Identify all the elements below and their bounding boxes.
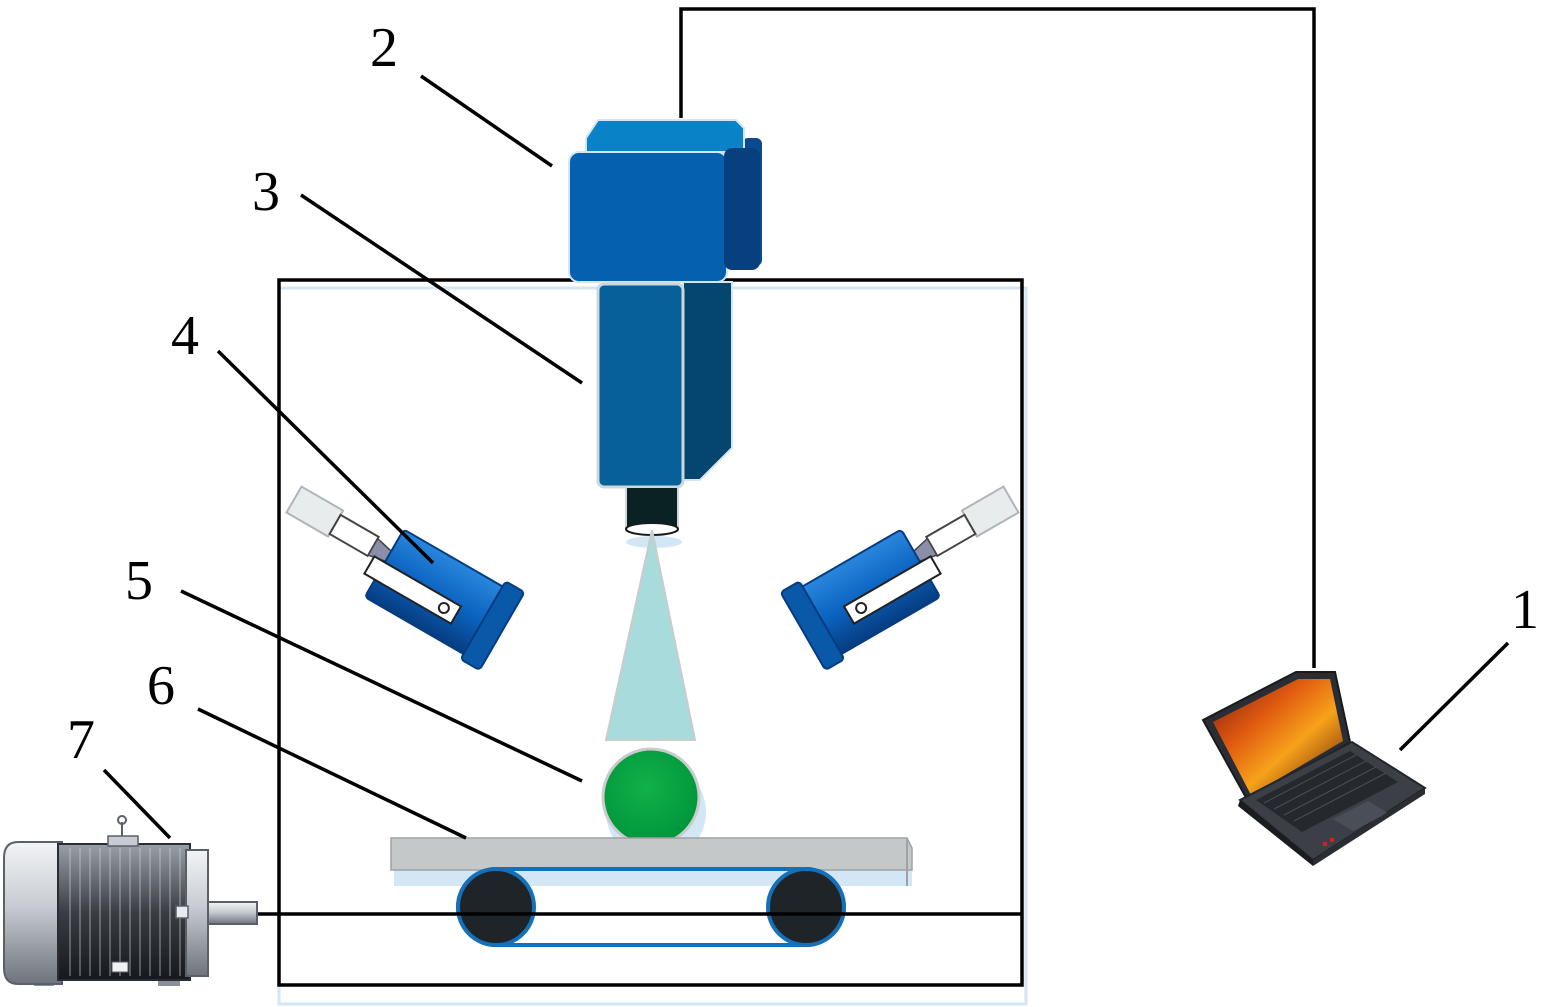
leader-line-2: [420, 74, 553, 168]
light-source-left-icon: [285, 485, 525, 670]
leader-line-5: [180, 589, 583, 783]
laptop-icon: [1201, 671, 1427, 866]
lens-icon: [596, 281, 733, 548]
label-7: 7: [67, 709, 95, 771]
leader-line-1: [1398, 641, 1510, 752]
roller-left: [456, 867, 536, 947]
label-3: 3: [252, 161, 280, 223]
leader-line-3: [300, 193, 583, 385]
electric-motor-icon: [3, 815, 258, 986]
imaging-beam: [604, 529, 697, 741]
label-4: 4: [171, 305, 199, 367]
camera-icon: [568, 119, 762, 283]
sample-sphere: [601, 747, 706, 862]
leader-lines: [102, 74, 1510, 840]
roller-right: [766, 867, 846, 947]
label-6: 6: [147, 655, 175, 717]
conveyor: [390, 837, 913, 947]
label-5: 5: [125, 550, 153, 612]
data-cable: [679, 7, 1316, 668]
light-source-right-icon: [780, 485, 1020, 670]
label-1: 1: [1511, 579, 1539, 641]
leader-line-6: [197, 707, 467, 840]
leader-line-4: [216, 349, 435, 565]
leader-line-7: [102, 768, 172, 840]
label-2: 2: [370, 17, 398, 79]
